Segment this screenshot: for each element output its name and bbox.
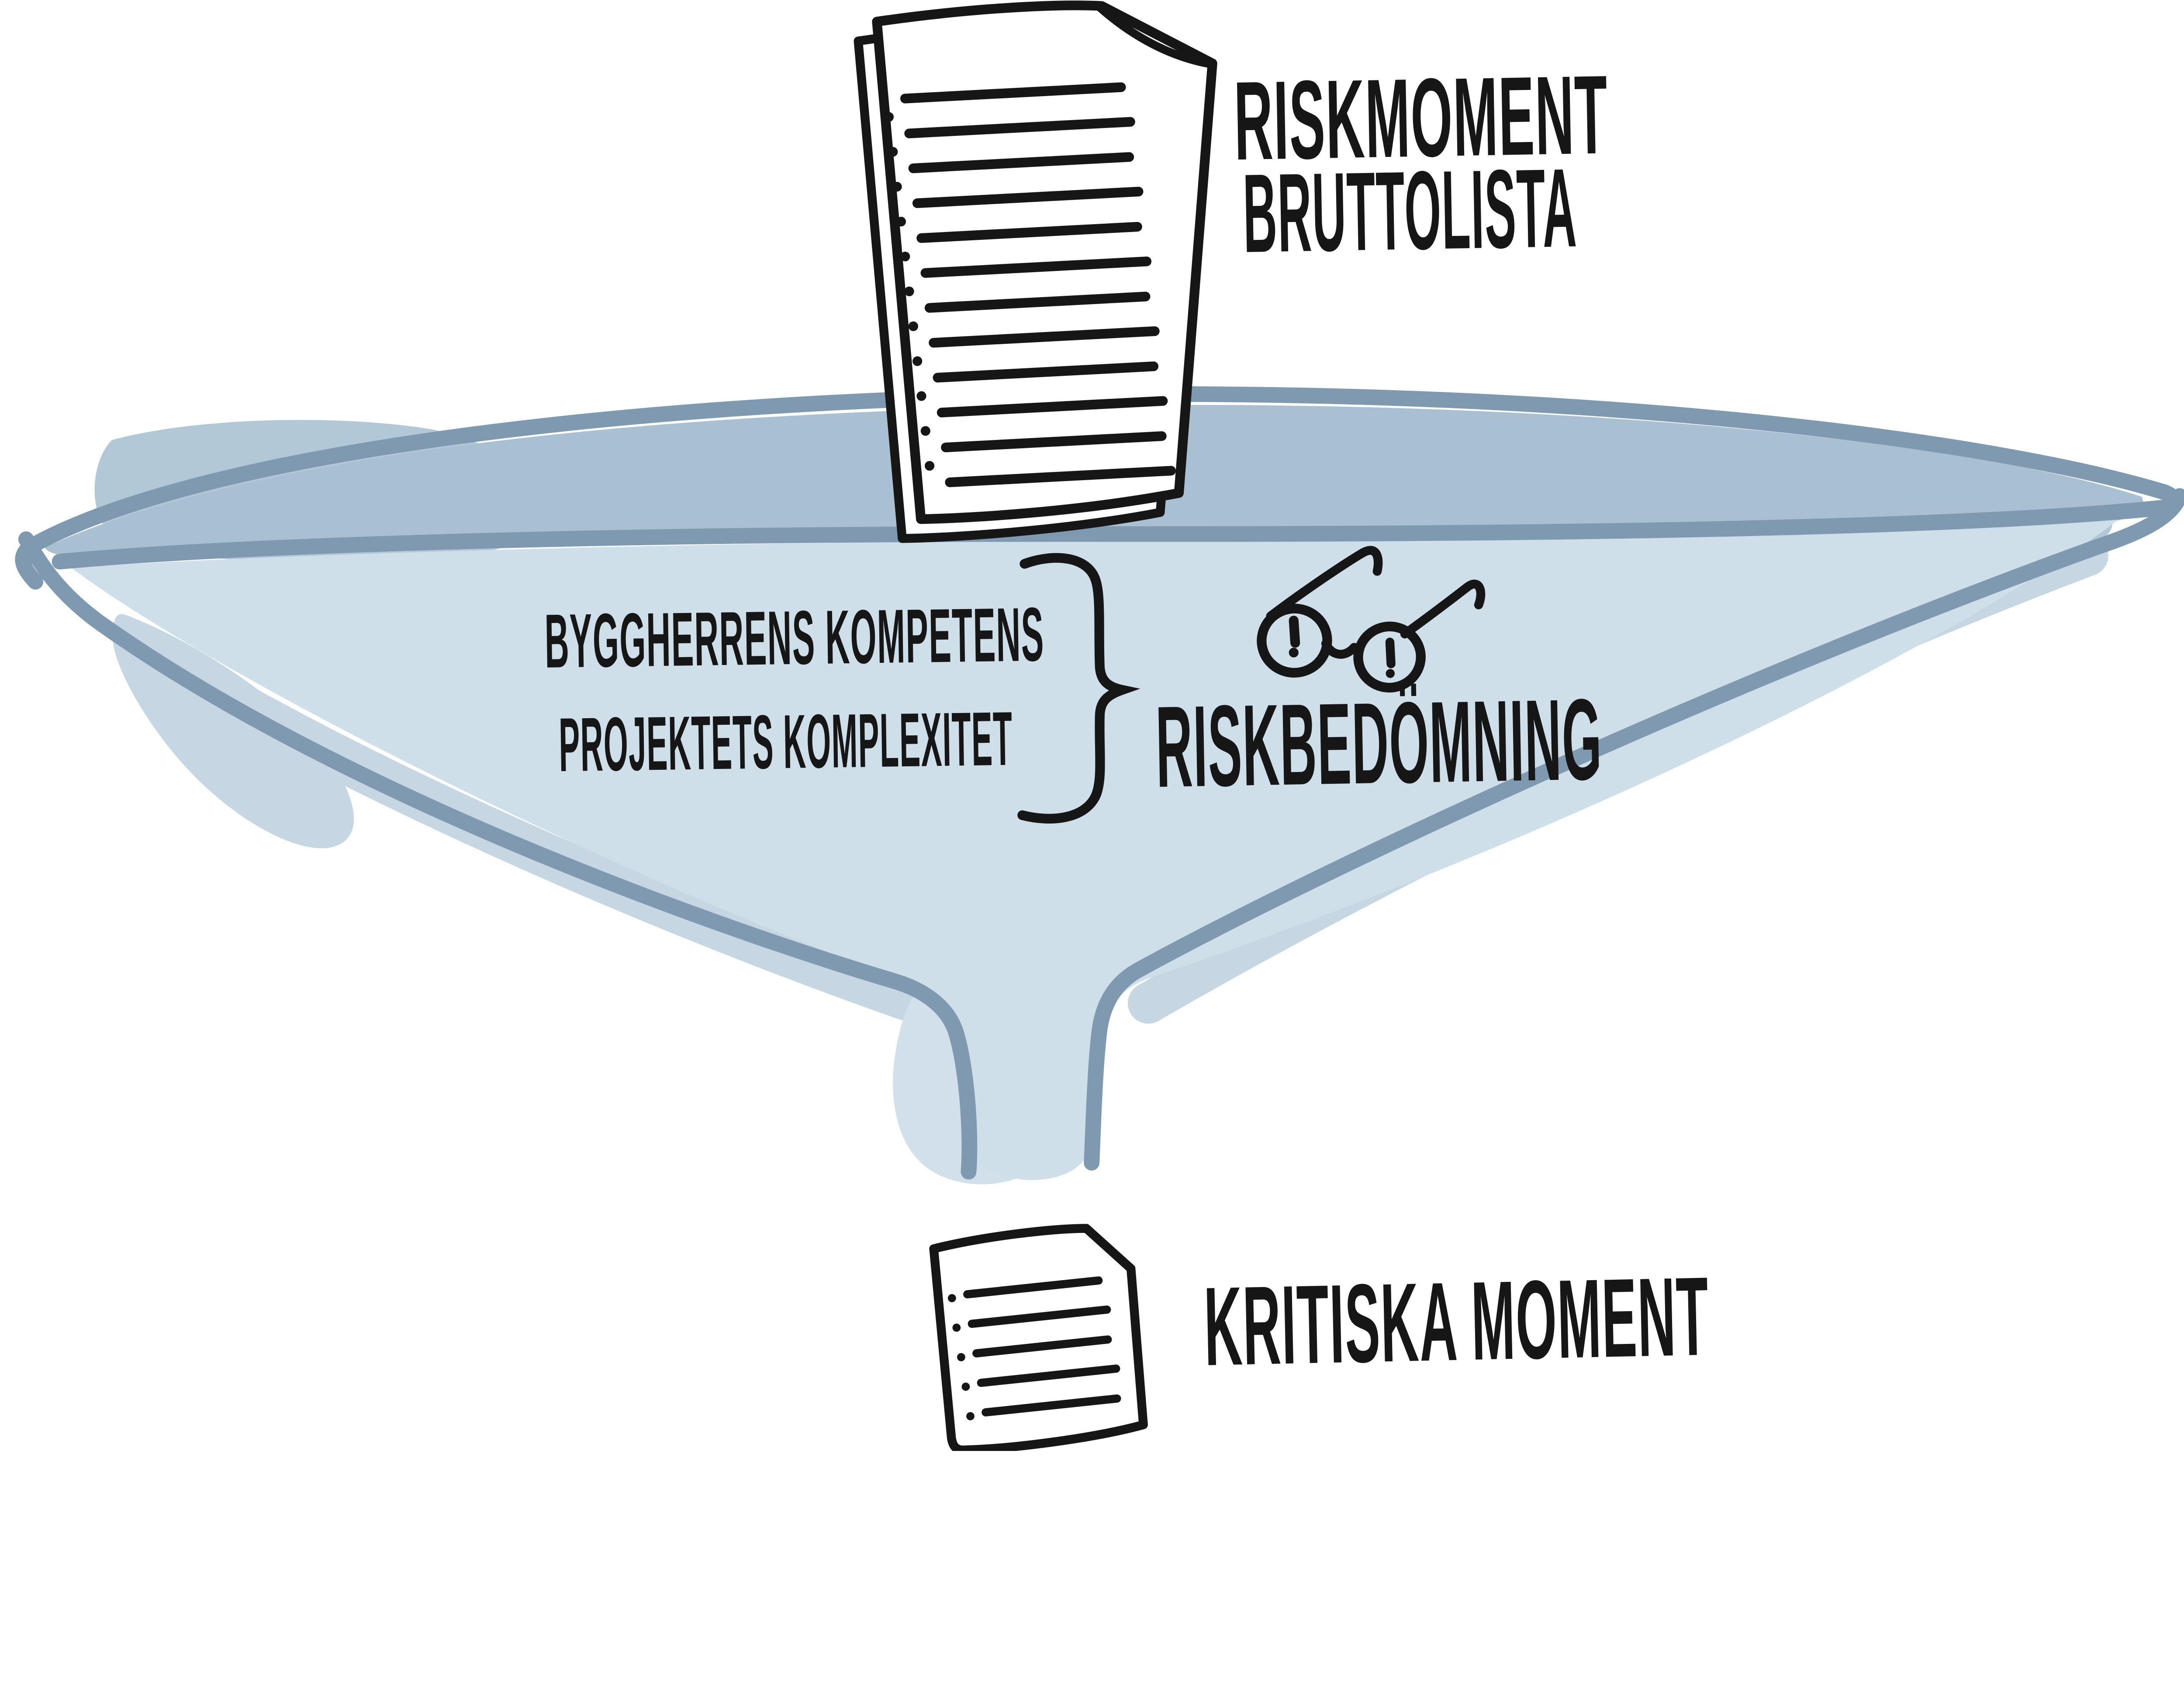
label-riskmoment: RISKMOMENT bbox=[1233, 52, 1609, 184]
document-text-line bbox=[945, 466, 1176, 488]
document-text-line bbox=[963, 1276, 1103, 1298]
funnel-right-edge bbox=[1084, 488, 2184, 1171]
diagram-canvas: RISKMOMENT BRUTTOLISTA BYGGHERRENS KOMPE… bbox=[15, 0, 2184, 1451]
label-factor1: BYGGHERRENS KOMPETENS bbox=[544, 592, 1045, 684]
glasses-bridge bbox=[1321, 639, 1359, 659]
label-bruttolista: BRUTTOLISTA bbox=[1242, 145, 1578, 276]
document-text-line bbox=[916, 222, 1142, 243]
right-exclamation-dot bbox=[1386, 669, 1395, 678]
document-text-line bbox=[900, 82, 1126, 104]
document-text-line bbox=[972, 1335, 1112, 1357]
bullet-dot bbox=[908, 321, 918, 331]
funnel-body bbox=[71, 517, 2122, 1180]
brace-path bbox=[1017, 553, 1140, 824]
label-riskbedomning: RISKBEDÖMNING bbox=[1155, 675, 1603, 812]
document-text-line bbox=[941, 431, 1167, 453]
bullet-dot bbox=[920, 426, 930, 436]
bullet-dot bbox=[916, 391, 926, 401]
document-text-line bbox=[920, 256, 1152, 278]
document-text-line bbox=[933, 361, 1159, 383]
risk-funnel-diagram: RISKMOMENT BRUTTOLISTA BYGGHERRENS KOMPE… bbox=[15, 0, 2184, 1451]
top-document-icon bbox=[854, 0, 1217, 543]
curly-brace-icon bbox=[1017, 553, 1140, 824]
bullet-dot bbox=[952, 1323, 961, 1332]
glasses-right-lens bbox=[1353, 621, 1426, 693]
bullet-dot bbox=[966, 1412, 975, 1420]
document-text-lines bbox=[948, 1276, 1121, 1420]
document-text-line bbox=[904, 117, 1135, 138]
funnel-rim bbox=[15, 386, 2182, 590]
right-exclamation-bar bbox=[1385, 637, 1396, 668]
document-text-line bbox=[977, 1364, 1120, 1387]
bullet-dot bbox=[884, 112, 894, 122]
document-text-lines bbox=[884, 82, 1176, 488]
document-fold-corner bbox=[1095, 3, 1215, 69]
bullet-dot bbox=[912, 356, 923, 366]
document-text-line bbox=[936, 396, 1168, 418]
glasses-left-lens bbox=[1257, 603, 1332, 678]
bullet-dot bbox=[957, 1353, 965, 1361]
label-factor2: PROJEKTETS KOMPLEXITET bbox=[558, 696, 1013, 788]
funnel-outline bbox=[15, 386, 2184, 1180]
diagram-labels: RISKMOMENT BRUTTOLISTA BYGGHERRENS KOMPE… bbox=[544, 52, 1711, 1389]
bullet-dot bbox=[925, 461, 935, 471]
bullet-dot bbox=[948, 1294, 956, 1302]
document-text-line bbox=[981, 1394, 1121, 1416]
document-text-line bbox=[929, 326, 1160, 348]
bullet-dot bbox=[888, 147, 898, 157]
bullet-dot bbox=[896, 217, 906, 227]
document-text-line bbox=[908, 152, 1134, 173]
left-exclamation-dot bbox=[1289, 647, 1299, 658]
document-text-line bbox=[968, 1305, 1111, 1328]
left-exclamation-bar bbox=[1289, 616, 1300, 648]
glasses-left-temple bbox=[1266, 546, 1383, 621]
bullet-dot bbox=[892, 182, 902, 192]
document-text-line bbox=[924, 291, 1151, 313]
document-text-line bbox=[912, 187, 1144, 208]
reading-glasses-alert-icon bbox=[1257, 546, 1486, 693]
bottom-document-icon bbox=[929, 1224, 1148, 1451]
glasses-right-temple bbox=[1400, 579, 1486, 639]
document-sheet bbox=[929, 1224, 1148, 1451]
label-kritiska-moment: KRITISKA MOMENT bbox=[1203, 1254, 1711, 1389]
bullet-dot bbox=[961, 1382, 970, 1391]
bullet-dot bbox=[904, 286, 914, 297]
funnel-left-edge bbox=[18, 531, 978, 1180]
bullet-dot bbox=[900, 251, 910, 262]
